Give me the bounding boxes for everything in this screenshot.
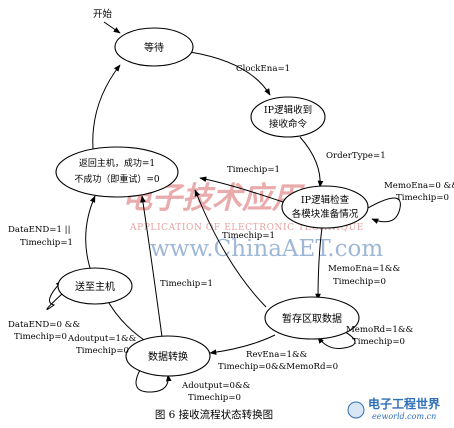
edge-fetch-to-convert (209, 334, 276, 355)
watermark: 电子技术应用 APPLICATION OF ELECTRONIC TECHNIQ… (122, 181, 383, 262)
label-timechip-fetch: Timechip=1 (222, 231, 275, 241)
svg-text:送至主机: 送至主机 (75, 280, 115, 293)
figure-caption: 图 6 接收流程状态转换图 (155, 408, 273, 421)
edge-wait-to-recv (189, 51, 271, 96)
edge-send-to-return (85, 195, 96, 275)
edge-fetch-self (317, 328, 356, 349)
edge-fetch-to-return (194, 189, 267, 308)
state-send-host: 送至主机 (57, 267, 133, 305)
label-reven-2: Timechip=0&&MemoRd=0 (218, 362, 338, 372)
eeworld-logo: 电子工程世界 eeworld.com.cn (347, 396, 440, 421)
logo-en: eeworld.com.cn (372, 412, 436, 421)
edge-send-self (46, 280, 64, 310)
label-dataend-2: Timechip=1 (20, 238, 73, 248)
state-return-host: 返回主机，成功=1 不成功（即重试）=0 (55, 146, 179, 198)
label-order: OrderType=1 (326, 151, 386, 161)
state-fetch-buffer: 暂存区取数据 (264, 296, 360, 340)
label-dataend-1: DataEND=1 || (8, 225, 70, 235)
label-memo-fetch-2: Timechip=0 (333, 277, 386, 287)
svg-text:IP逻辑收到: IP逻辑收到 (264, 104, 312, 116)
label-timechip-check: Timechip=1 (227, 165, 280, 175)
label-send-loop-1: DataEND=0 && (8, 320, 80, 330)
label-send-loop-2: Timechip=0 (14, 332, 67, 342)
svg-text:不成功（即重试）=0: 不成功（即重试）=0 (74, 173, 160, 185)
start-arrow (103, 21, 121, 34)
state-data-convert: 数据转换 (125, 335, 211, 377)
watermark-en: APPLICATION OF ELECTRONIC TECHNIQUE (129, 223, 364, 233)
label-adout1-2: Timechip=0 (76, 346, 129, 356)
svg-text:各模块准备情况: 各模块准备情况 (292, 208, 359, 220)
edge-check-to-return (199, 176, 284, 203)
state-wait: 等待 (114, 27, 194, 67)
edge-convert-self (135, 369, 172, 393)
label-memord-1: MemoRd=1&& (346, 325, 413, 335)
label-memo-loop-1: MemoEna=0 && (384, 181, 454, 191)
label-clock: ClockEna=1 (236, 64, 290, 74)
svg-text:等待: 等待 (144, 41, 164, 54)
edge-check-self (367, 197, 401, 224)
label-adout0-2: Timechip=0 (188, 393, 241, 403)
label-timechip-convert: Timechip=1 (160, 279, 213, 289)
svg-text:IP逻辑检查: IP逻辑检查 (301, 194, 350, 206)
edge-convert-to-return (140, 195, 163, 338)
label-memord-2: Timechip=0 (352, 337, 405, 347)
svg-text:数据转换: 数据转换 (148, 350, 188, 363)
state-ip-check: IP逻辑检查 各模块准备情况 (281, 185, 369, 229)
svg-text:返回主机，成功=1: 返回主机，成功=1 (79, 157, 155, 169)
label-adout1-1: Adoutput=1&& (67, 334, 137, 344)
edge-check-to-fetch (315, 227, 323, 301)
logo-mark-icon (347, 401, 365, 419)
watermark-url: www.ChinaAET.com (150, 236, 383, 262)
label-adout0-1: Adoutput=0&& (181, 381, 251, 391)
label-memo-loop-2: Timechip=0 (396, 193, 449, 203)
svg-text:接收命令: 接收命令 (269, 118, 308, 130)
state-ip-receive: IP逻辑收到 接收命令 (250, 96, 326, 138)
label-memo-fetch-1: MemoEna=1&& (328, 264, 400, 274)
label-reven-1: RevEna=1&& (246, 350, 308, 360)
start-label: 开始 (93, 8, 113, 20)
edge-recv-to-check (299, 136, 324, 188)
svg-text:暂存区取数据: 暂存区取数据 (282, 312, 342, 325)
logo-cn: 电子工程世界 (368, 396, 440, 411)
